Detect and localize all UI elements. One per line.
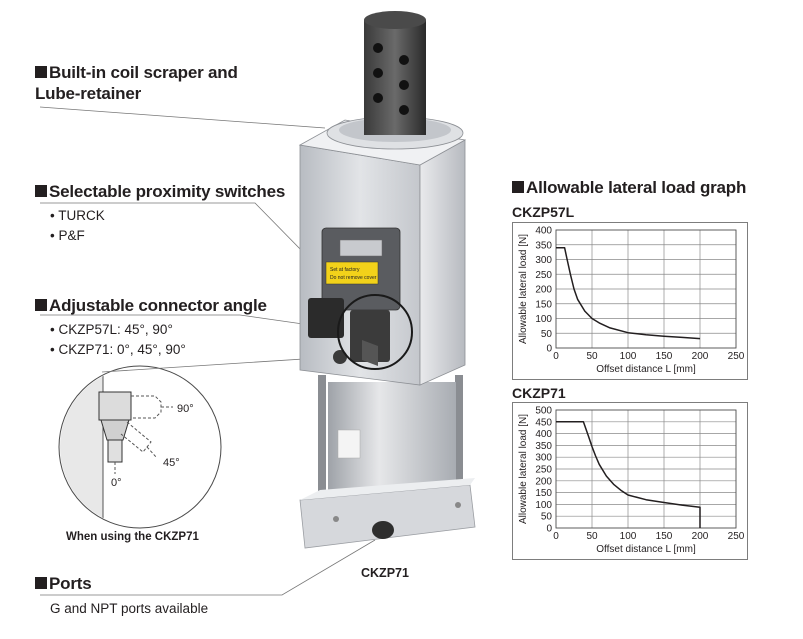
tie-rod [455, 375, 463, 505]
connector-heading: Adjustable connector angle [35, 295, 267, 316]
chart2-xtick-label: 50 [586, 531, 598, 542]
chart2-plot-area [555, 409, 737, 529]
chart2-ytick-label: 400 [535, 429, 552, 440]
warning-label-line1: Set at factory [330, 267, 360, 273]
name-plate [337, 429, 361, 459]
chart1-xtick-label: 100 [620, 351, 637, 362]
square-bullet-icon [35, 185, 47, 197]
switch-item-pf: • P&F [50, 228, 85, 243]
ports-heading: Ports [35, 573, 92, 594]
connector-heading-text: Adjustable connector angle [49, 296, 267, 315]
chart2-ytick-label: 350 [535, 441, 552, 452]
chart1-ytick-label: 350 [535, 240, 552, 251]
inset-body-wall [60, 367, 104, 527]
chart1-ytick-label: 50 [541, 329, 553, 340]
chart1-ytick-label: 0 [546, 344, 552, 355]
head-block-side [419, 139, 466, 386]
switches-heading: Selectable proximity switches [35, 181, 285, 202]
chart2-xtick-label: 250 [728, 531, 745, 542]
inset-connector-head [98, 391, 132, 421]
bottom-cover [299, 484, 476, 549]
warning-label-line2: Do not remove cover [330, 275, 377, 281]
chart1-series-line [556, 246, 701, 340]
product-label: CKZP71 [361, 566, 409, 580]
chart2-xtick-label: 0 [553, 531, 559, 542]
chart2-ytick-label: 250 [535, 465, 552, 476]
scraper-heading: Built-in coil scraper and Lube-retainer [35, 62, 238, 104]
chart2-ytick-label: 50 [541, 512, 553, 523]
ports-text: G and NPT ports available [50, 601, 209, 616]
warning-label [325, 261, 379, 285]
chart1-ytick-label: 400 [535, 226, 552, 237]
square-bullet-icon [35, 577, 47, 589]
square-bullet-icon [35, 66, 47, 78]
chart2-ytick-label: 300 [535, 453, 552, 464]
cylinder-tube [328, 382, 456, 512]
chart1-xtick-label: 50 [586, 351, 598, 362]
rod-hole-icon [373, 43, 383, 53]
ports-heading-text: Ports [49, 574, 92, 593]
chart2-xtick-label: 100 [620, 531, 637, 542]
chart1-ytick-label: 100 [535, 314, 552, 325]
chart1-plot-area [555, 229, 737, 349]
connector-item-ckzp71: • CKZP71: 0°, 45°, 90° [50, 342, 186, 357]
chart1-xtick-label: 150 [656, 351, 673, 362]
chart2-xtick-label: 200 [692, 531, 709, 542]
chart1-ytick-label: 300 [535, 255, 552, 266]
switch-housing [321, 227, 401, 311]
angle-label-90: 90° [177, 403, 194, 415]
chart1-frame [512, 222, 748, 380]
leader-scraper [39, 106, 326, 129]
chart1-xlabel: Offset distance L [mm] [596, 364, 696, 375]
connector-highlight-circle [337, 294, 413, 370]
proximity-switch [308, 298, 344, 338]
graph-section-heading: Allowable lateral load graph [512, 177, 746, 198]
chart2-xtick-label: 150 [656, 531, 673, 542]
switch-item-turck: • TURCK [50, 208, 105, 223]
port-hole [372, 521, 394, 539]
angle-label-45: 45° [163, 457, 180, 469]
connector-item-ckzp57l: • CKZP57L: 45°, 90° [50, 322, 173, 337]
head-block-front [299, 144, 421, 386]
chart1-xtick-label: 250 [728, 351, 745, 362]
square-bullet-icon [35, 299, 47, 311]
graph-section-title: Allowable lateral load graph [526, 178, 747, 197]
chart2-ytick-label: 200 [535, 476, 552, 487]
connector-angle-inset: 90° 45° 0° [58, 365, 222, 529]
connector-plug [350, 310, 390, 362]
connector-list: • CKZP57L: 45°, 90° • CKZP71: 0°, 45°, 9… [50, 320, 186, 360]
scraper-heading-line2: Lube-retainer [35, 84, 142, 103]
mount-hole [333, 350, 347, 364]
piston-rod [364, 20, 426, 135]
scraper-ring [326, 116, 464, 150]
chart1-ytick-label: 250 [535, 270, 552, 281]
tie-rod [318, 375, 326, 505]
chart1-ylabel: Allowable lateral load [N] [518, 234, 529, 344]
chart2-ytick-label: 450 [535, 417, 552, 428]
chart2-ytick-label: 100 [535, 500, 552, 511]
chart2-ytick-label: 500 [535, 406, 552, 417]
switches-heading-text: Selectable proximity switches [49, 182, 286, 201]
inset-caption: When using the CKZP71 [66, 531, 199, 543]
square-bullet-icon [512, 181, 524, 193]
chart1-xtick-label: 0 [553, 351, 559, 362]
chart1-ytick-label: 150 [535, 299, 552, 310]
chart1-title: CKZP57L [512, 204, 575, 220]
angle-label-0: 0° [111, 477, 122, 489]
chart2-ylabel: Allowable lateral load [N] [518, 414, 529, 524]
switches-list: • TURCK • P&F [50, 206, 105, 246]
chart2-series-line [556, 421, 701, 528]
inset-connector-plug-0deg [107, 439, 123, 463]
chart1-xtick-label: 200 [692, 351, 709, 362]
scraper-heading-line1: Built-in coil scraper and [49, 63, 238, 82]
head-block-top [298, 119, 467, 166]
chart1-ytick-label: 200 [535, 285, 552, 296]
chart2-xlabel: Offset distance L [mm] [596, 544, 696, 555]
chart2-title: CKZP71 [512, 385, 566, 401]
chart2-ytick-label: 150 [535, 488, 552, 499]
chart2-ytick-label: 0 [546, 524, 552, 535]
chart2-frame [512, 402, 748, 560]
